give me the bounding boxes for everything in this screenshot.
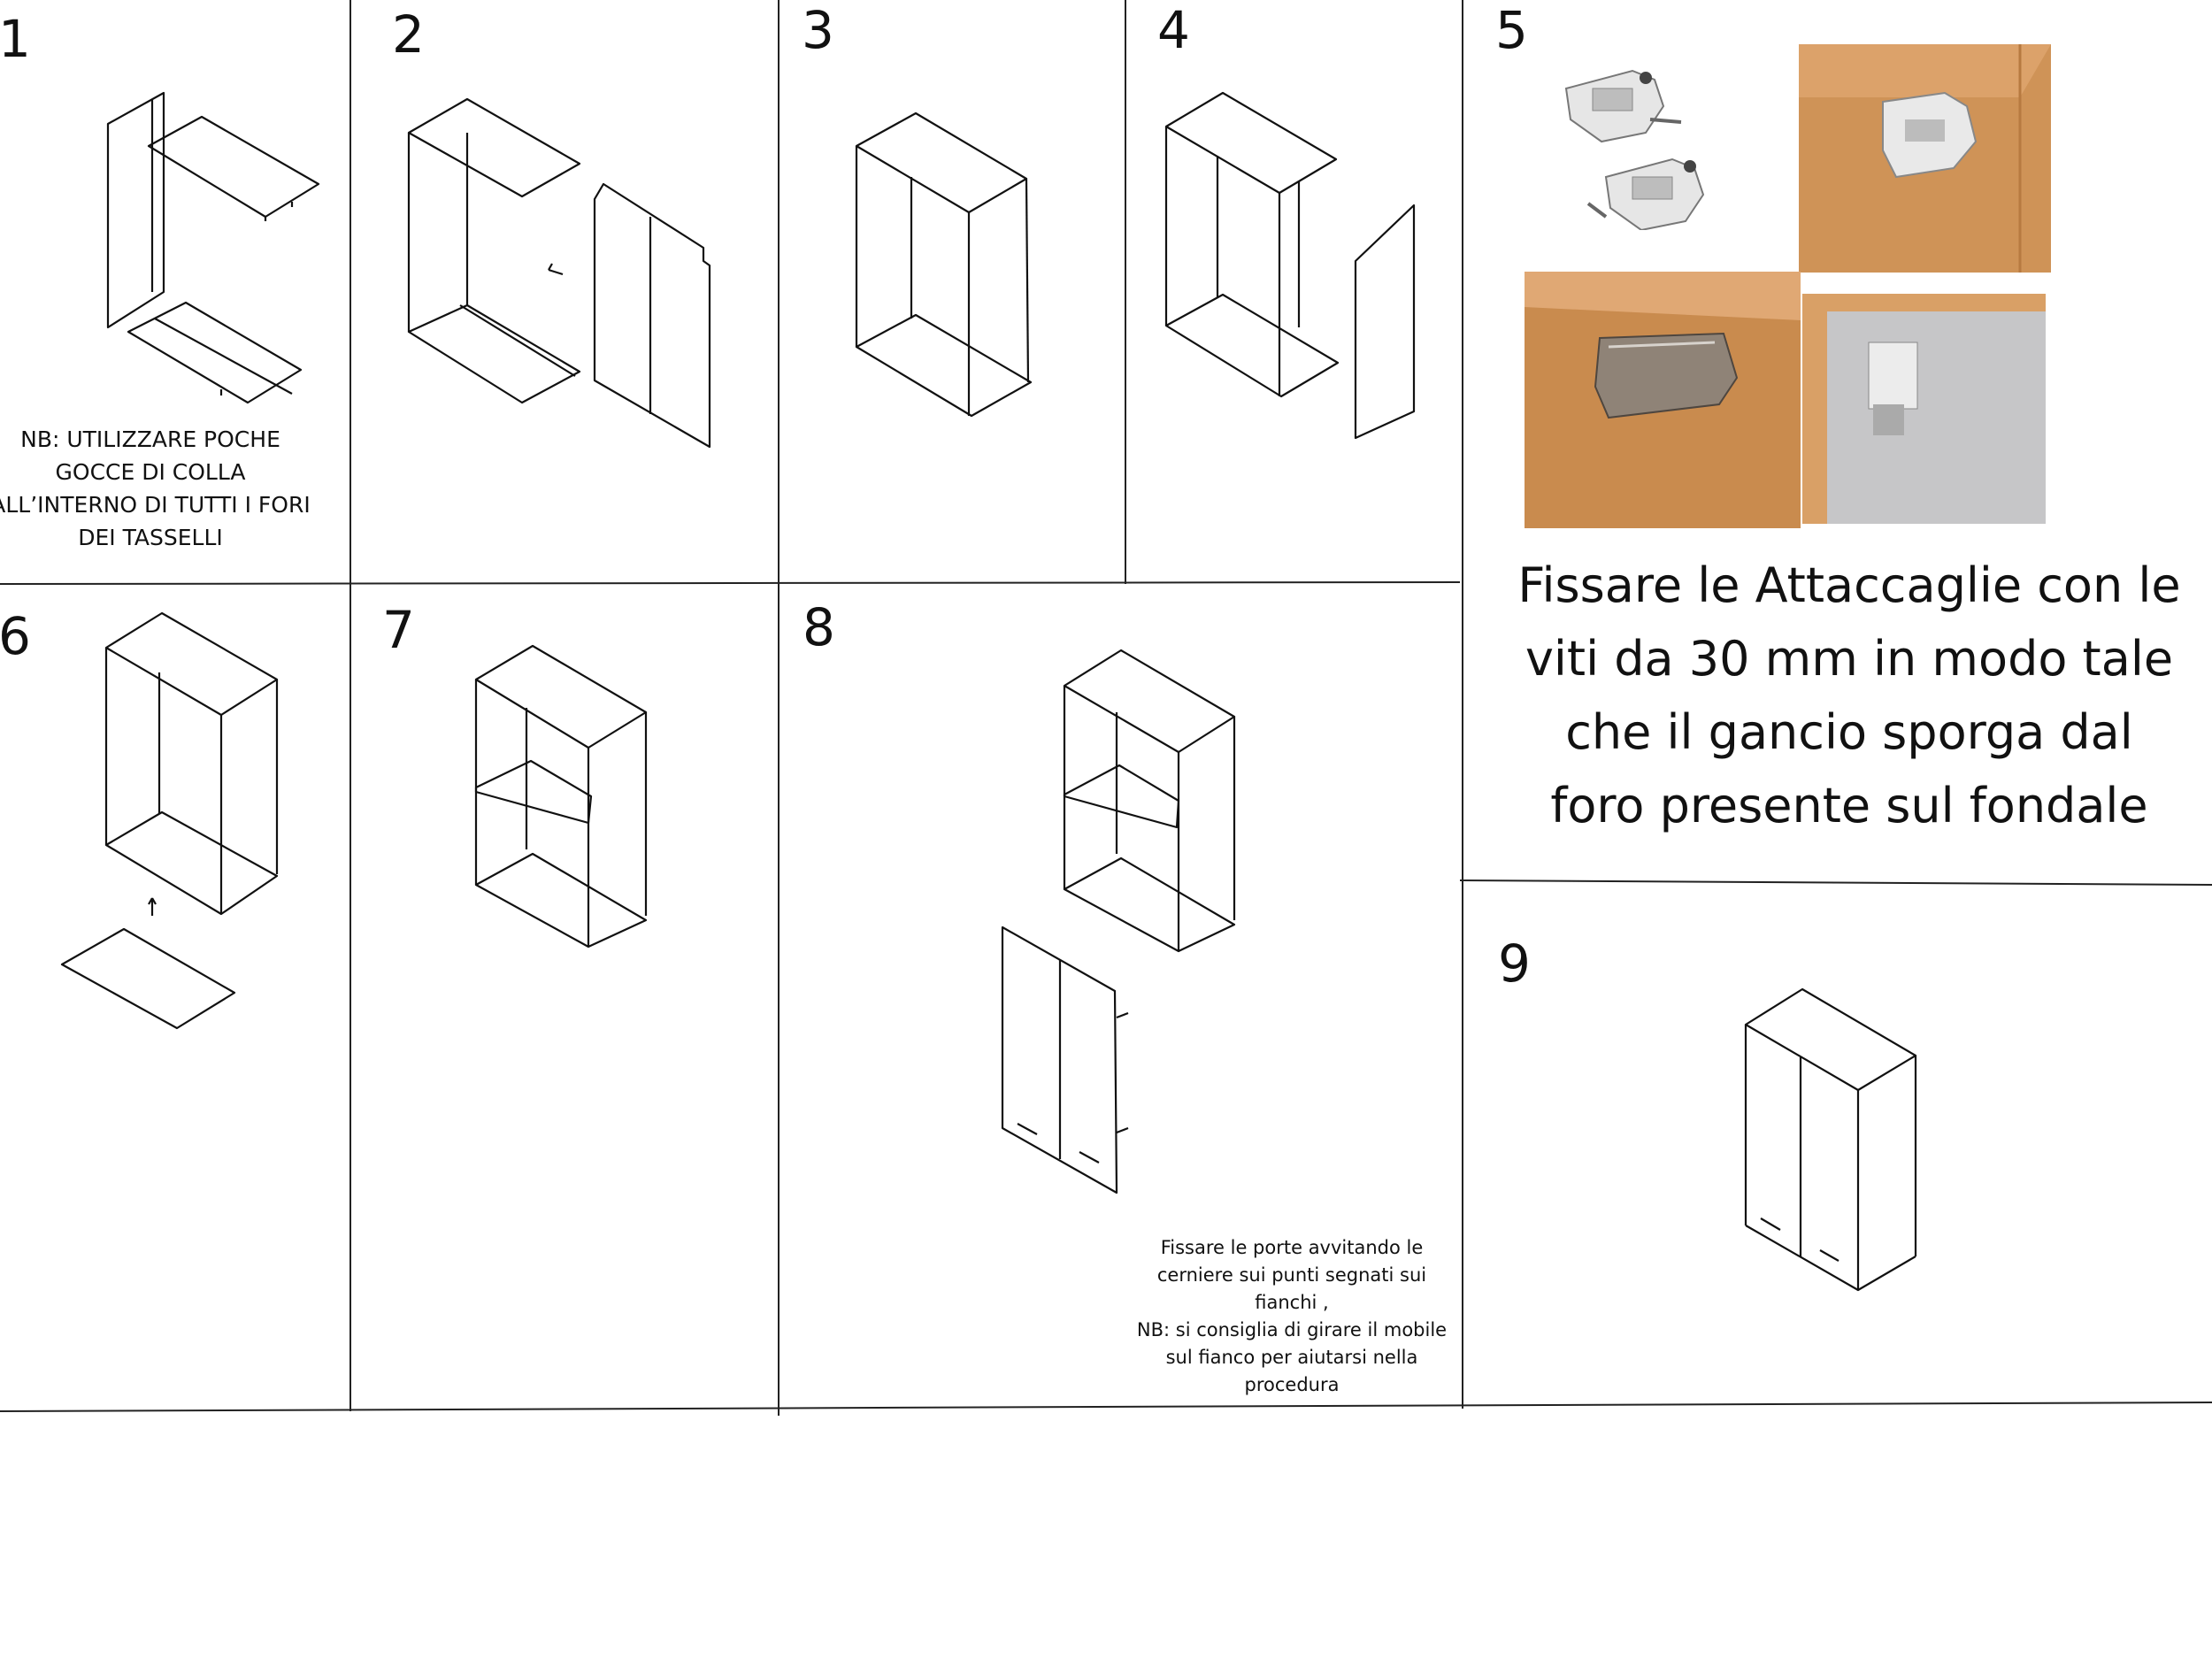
step8-note-line: fianchi ,	[1255, 1292, 1329, 1313]
step-number-5: 5	[1495, 0, 1528, 60]
step5-instructions: Fissare le Attaccaglie con le viti da 30…	[1469, 549, 2212, 842]
glue-note-line: GOCCE DI COLLA	[55, 459, 246, 485]
step5-instruction-line: viti da 30 mm in modo tale	[1525, 631, 2174, 687]
glue-note-line: NB: UTILIZZARE POCHE	[20, 426, 280, 452]
metal-hook-photo	[1525, 272, 1801, 528]
grid-lines	[0, 0, 2212, 1416]
step8-note-line: sul fianco per aiutarsi nella	[1165, 1347, 1418, 1368]
step-number-9: 9	[1498, 933, 1531, 994]
mounted-bracket-icon	[1882, 91, 1978, 179]
bracket-upper-icon	[1564, 69, 1682, 143]
frame-hook-icon	[1868, 342, 1918, 435]
step8-note-line: procedura	[1244, 1374, 1340, 1395]
bracket-hardware-icon	[1548, 53, 1743, 230]
step6-drawing	[60, 611, 279, 1030]
step8-drawing	[1001, 649, 1236, 1194]
step-number-7: 7	[382, 600, 415, 660]
step-number-3: 3	[802, 0, 834, 60]
wood-corner-photo	[1799, 44, 2051, 273]
step8-note-line: NB: si consiglia di girare il mobile	[1136, 1319, 1448, 1340]
step-number-2: 2	[392, 4, 425, 65]
step-number-4: 4	[1157, 0, 1190, 60]
step5-instruction-line: foro presente sul fondale	[1550, 778, 2148, 833]
glue-note-line: DEI TASSELLI	[78, 525, 223, 550]
step9-drawing	[1744, 987, 1917, 1292]
step1-drawing	[106, 91, 320, 404]
step2-drawing	[407, 97, 711, 449]
step-number-1: 1	[0, 9, 31, 69]
glue-note: NB: UTILIZZARE POCHE GOCCE DI COLLA ALL’…	[0, 423, 327, 554]
glue-note-line: ALL’INTERNO DI TUTTI I FORI	[0, 492, 311, 518]
step8-note: Fissare le porte avvitando le cerniere s…	[1124, 1234, 1460, 1399]
step5-instruction-line: Fissare le Attaccaglie con le	[1517, 557, 2181, 613]
step8-note-line: Fissare le porte avvitando le	[1160, 1237, 1424, 1258]
step3-drawing	[855, 111, 1033, 418]
step-number-8: 8	[803, 597, 835, 657]
frame-hook-photo	[1802, 294, 2046, 524]
step5-instruction-line: che il gancio sporga dal	[1565, 704, 2133, 760]
step7-drawing	[474, 644, 648, 949]
bracket-lower-icon	[1586, 157, 1705, 230]
metal-hook-icon	[1594, 332, 1739, 419]
step-number-6: 6	[0, 606, 31, 666]
step4-drawing	[1164, 91, 1416, 440]
step8-note-line: cerniere sui punti segnati sui	[1156, 1264, 1427, 1286]
